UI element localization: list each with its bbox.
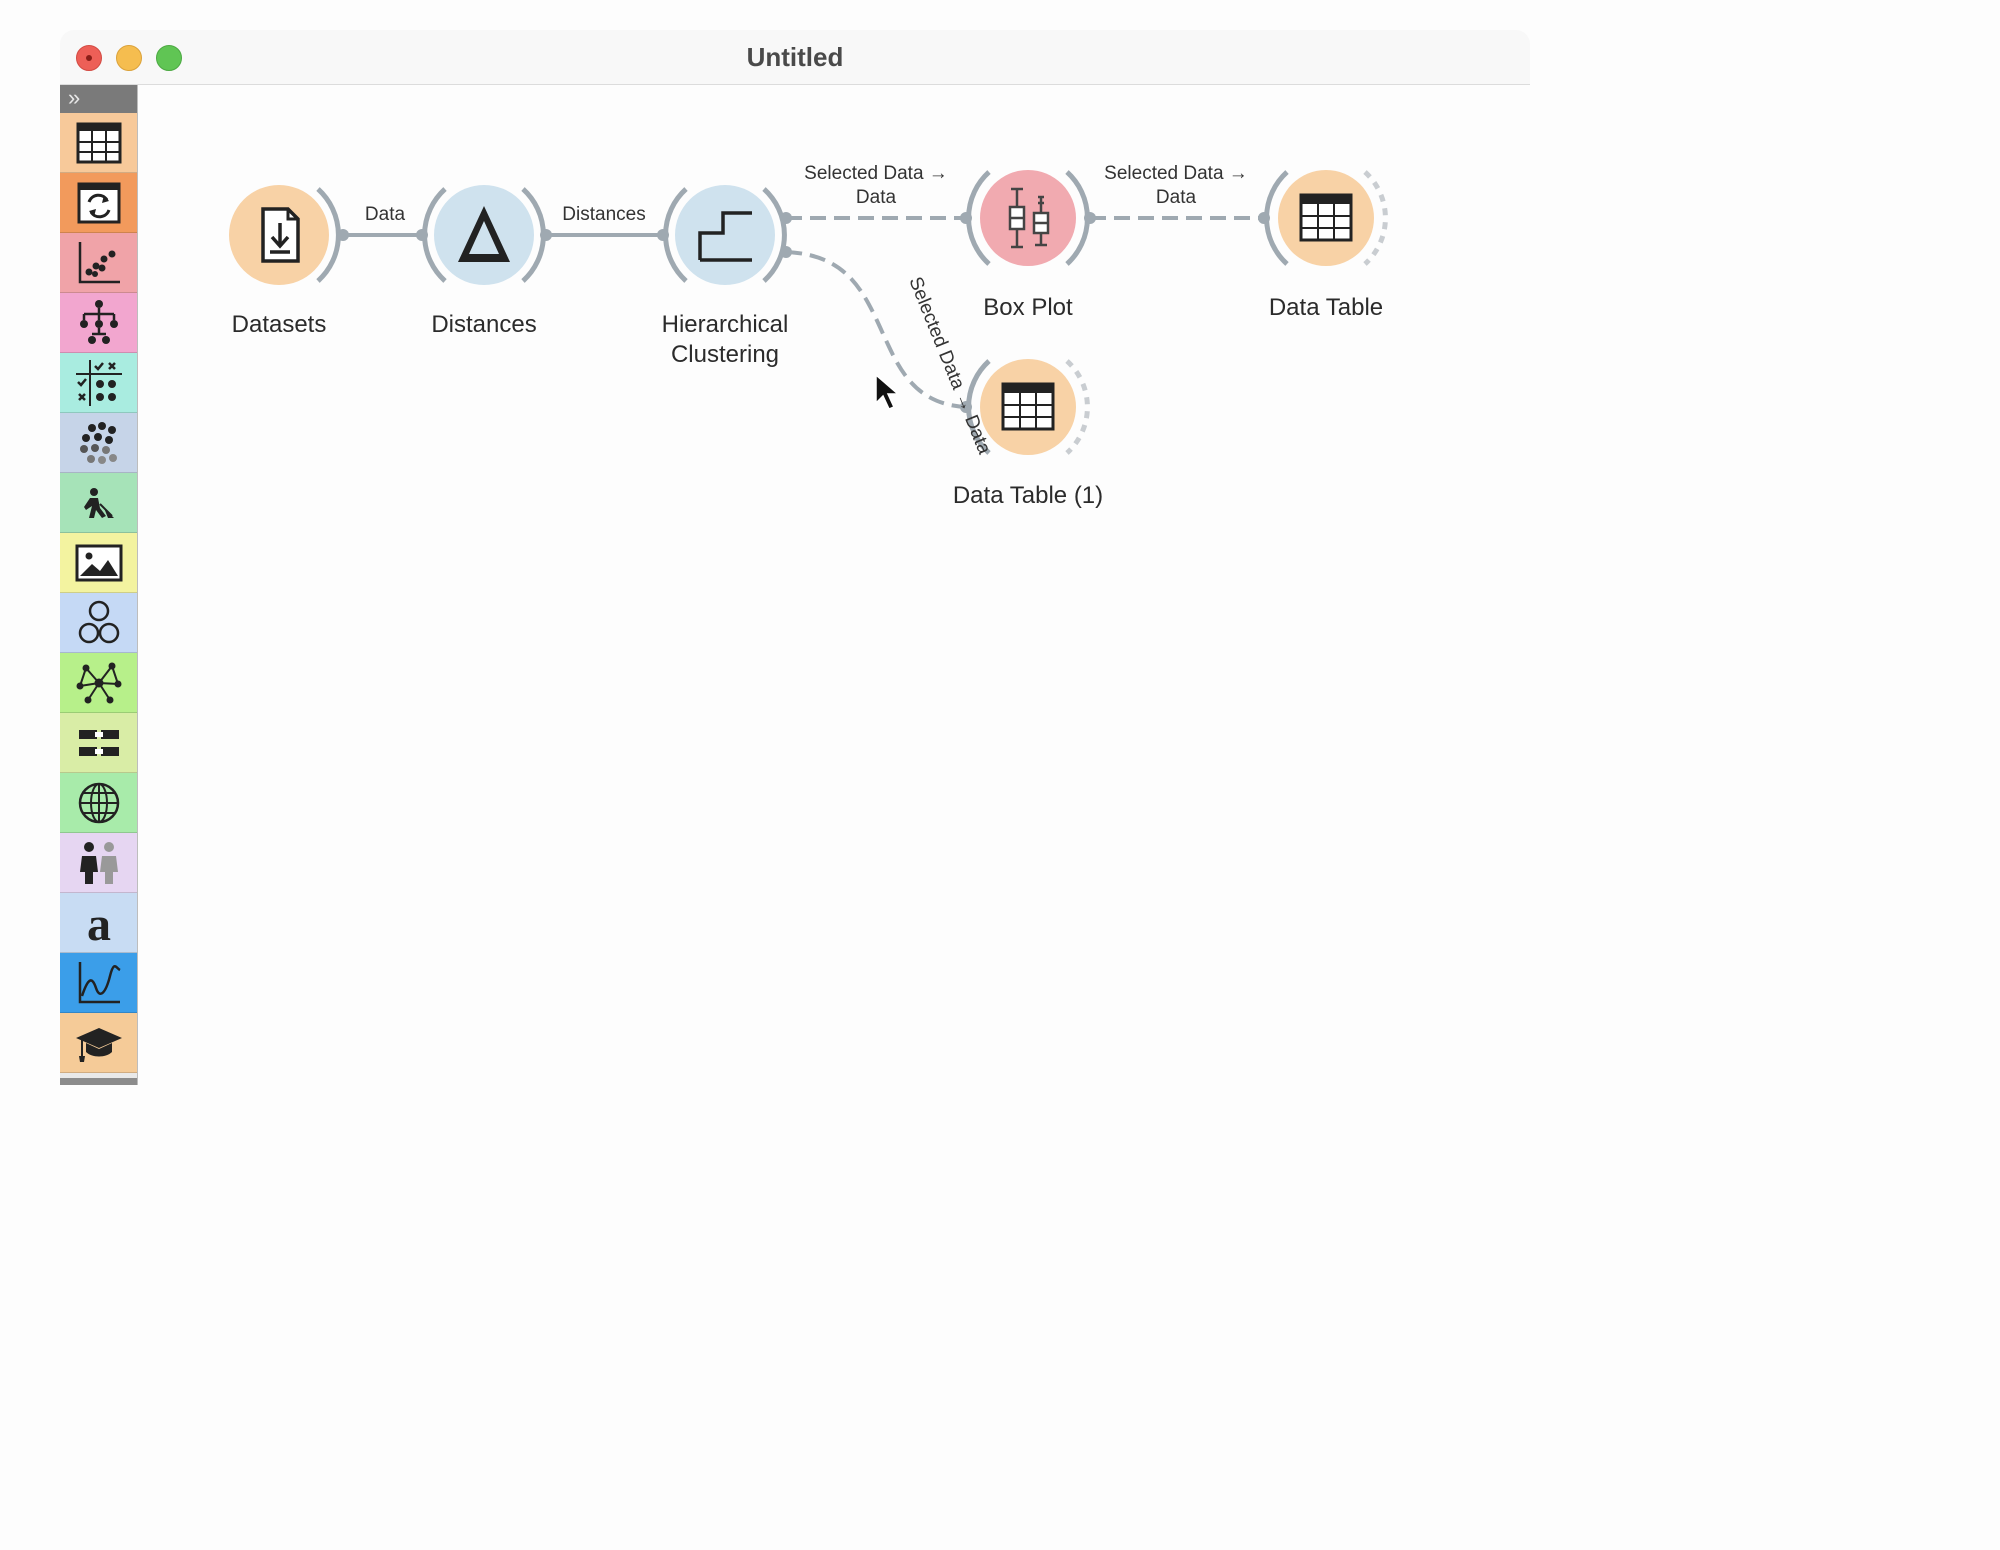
circles-icon — [78, 600, 119, 643]
minimize-window-button[interactable] — [116, 45, 142, 71]
expand-toolbox-button[interactable]: » — [60, 85, 137, 113]
category-associate[interactable] — [60, 593, 137, 653]
category-data[interactable] — [60, 113, 137, 173]
evaluate-icon — [75, 359, 122, 406]
worker-icon — [83, 487, 114, 518]
letter-a-icon: a — [87, 898, 111, 948]
node-hierarchical-clustering[interactable] — [657, 185, 792, 285]
category-model[interactable] — [60, 293, 137, 353]
cluster-icon — [79, 421, 117, 464]
node-label-data-table-1: Data Table (1) — [952, 482, 1104, 509]
boxplot-icon — [1008, 187, 1050, 249]
svg-text:a: a — [87, 898, 111, 948]
node-box-plot[interactable] — [960, 170, 1096, 266]
table-icon — [76, 122, 121, 163]
category-network[interactable] — [60, 653, 137, 713]
workflow-graph: Selected Data → Data — [229, 170, 1388, 458]
node-data-table[interactable] — [1258, 170, 1388, 266]
image-icon — [75, 544, 122, 581]
widget-toolbox: » — [60, 85, 138, 1085]
title-bar[interactable]: Untitled — [60, 30, 1530, 85]
transform-icon — [77, 182, 120, 223]
link-label-data[interactable]: Data — [364, 204, 406, 225]
category-visualize[interactable] — [60, 233, 137, 293]
category-unsupervised[interactable] — [60, 413, 137, 473]
tree-icon — [79, 299, 118, 344]
category-tutorials[interactable] — [60, 1013, 137, 1073]
category-image-analytics[interactable] — [60, 533, 137, 593]
delta-icon — [458, 206, 510, 262]
node-datasets[interactable] — [229, 185, 349, 285]
node-label-hierarchical-clustering: Hierarchical Clustering — [661, 311, 789, 368]
link-label-distances[interactable]: Distances — [562, 204, 646, 225]
window-title: Untitled — [746, 42, 844, 72]
category-text-mining[interactable]: a — [60, 893, 137, 953]
close-window-button[interactable] — [76, 45, 102, 71]
node-data-table-1[interactable] — [960, 359, 1090, 455]
link-hclust-datatable1[interactable] — [785, 250, 967, 409]
node-label-box-plot: Box Plot — [983, 294, 1073, 321]
category-time-series[interactable] — [60, 953, 137, 1013]
blocks-icon — [78, 729, 119, 756]
node-label-data-table: Data Table — [1268, 294, 1384, 321]
link-label-boxplot-datatable[interactable]: Selected Data → Data — [1104, 163, 1248, 208]
table-icon — [1299, 193, 1353, 242]
app-window: Untitled » — [60, 30, 1530, 1090]
node-label-datasets: Datasets — [231, 311, 327, 338]
category-geo[interactable] — [60, 773, 137, 833]
node-distances[interactable] — [416, 185, 552, 285]
dendrogram-icon — [698, 211, 752, 262]
people-icon — [79, 841, 118, 884]
maximize-window-button[interactable] — [156, 45, 182, 71]
workflow-canvas[interactable]: Selected Data → Data Datasets Distances … — [138, 85, 1530, 1090]
category-evaluate[interactable] — [60, 353, 137, 413]
toolbox-bottom-edge — [60, 1078, 137, 1085]
category-prototypes[interactable] — [60, 713, 137, 773]
link-label-hclust-boxplot[interactable]: Selected Data → Data — [804, 163, 948, 208]
file-download-icon — [261, 207, 300, 263]
category-educational[interactable] — [60, 473, 137, 533]
globe-icon — [78, 782, 119, 823]
graduation-cap-icon — [75, 1027, 122, 1062]
category-survival-analysis[interactable] — [60, 833, 137, 893]
node-label-distances: Distances — [431, 311, 537, 338]
table-icon — [1001, 382, 1055, 431]
category-transform[interactable] — [60, 173, 137, 233]
scatter-icon — [78, 241, 120, 283]
network-icon — [76, 662, 121, 703]
timeseries-icon — [78, 961, 121, 1003]
mouse-cursor-icon — [875, 373, 901, 410]
